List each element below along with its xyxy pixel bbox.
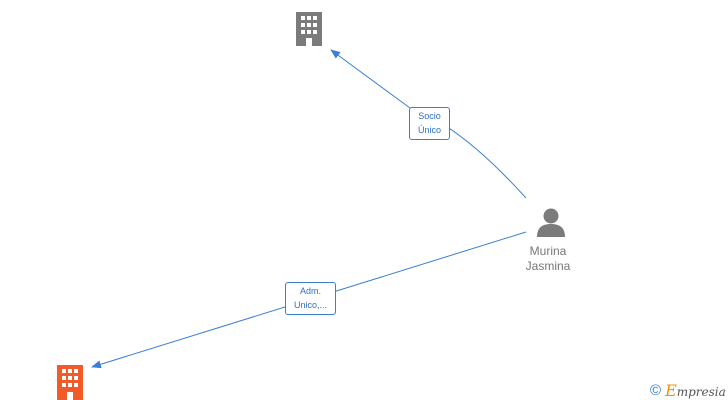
edge-label-socio-line2: Único	[417, 125, 441, 135]
building-icon[interactable]	[293, 12, 325, 46]
person-last-name: Jasmina	[525, 259, 571, 273]
edge-socio-arrow-line	[330, 49, 411, 109]
brand-logo: Empresia	[665, 381, 726, 400]
edge-label-socio-line1: Socio	[418, 111, 441, 121]
copyright-icon: ©	[650, 381, 662, 399]
building-icon[interactable]	[54, 365, 86, 400]
empresia-watermark: © Empresia	[650, 380, 726, 400]
person-icon[interactable]	[536, 207, 566, 237]
brand-initial: E	[665, 380, 677, 400]
edge-label-adm-line1: Adm.	[299, 286, 321, 296]
edge-label-socio[interactable]: Socio Único	[409, 107, 450, 140]
brand-name: mpresia	[676, 384, 726, 399]
person-name[interactable]: Murina Jasmina	[508, 244, 588, 274]
edge-label-adm[interactable]: Adm. Unico,...	[285, 282, 336, 315]
person-first-name: Murina	[529, 244, 567, 258]
edge-label-adm-line2: Unico,...	[293, 300, 327, 310]
